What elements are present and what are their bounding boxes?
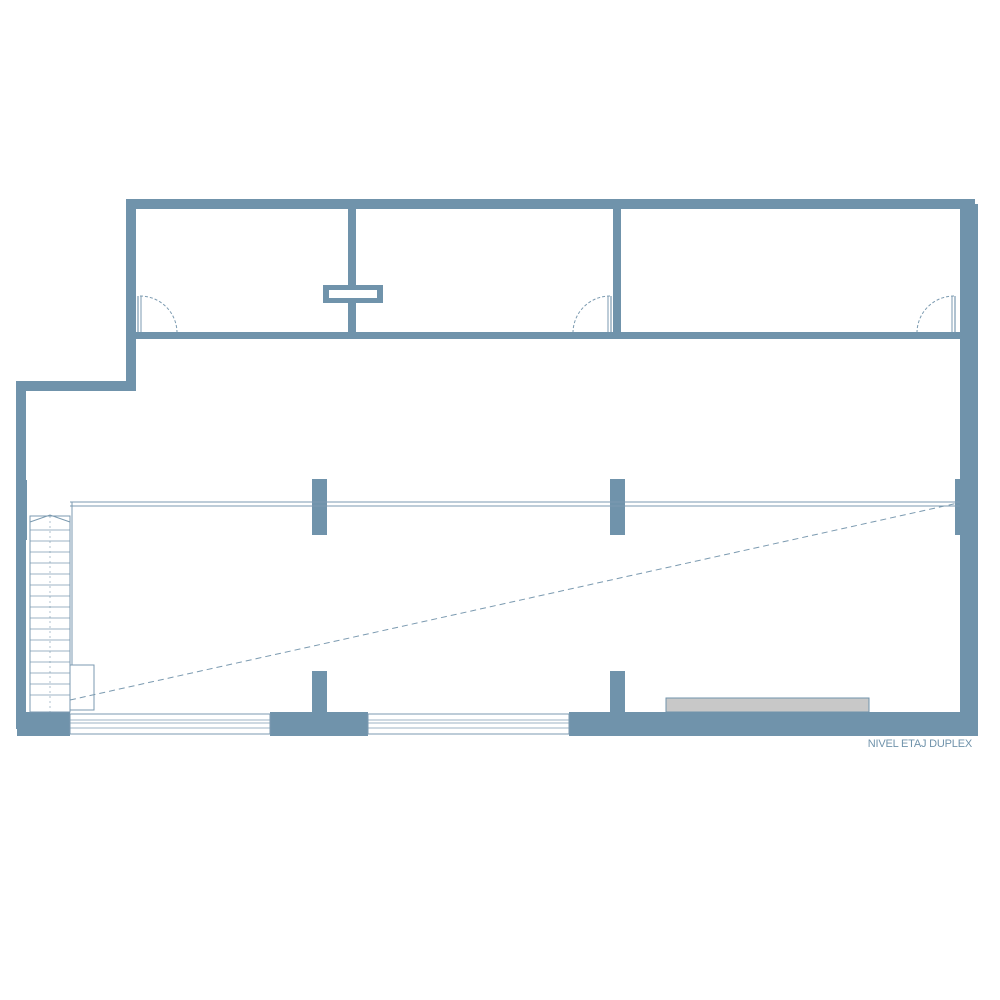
column-top-1 <box>312 479 327 535</box>
exterior-wall-right-thick <box>960 204 978 736</box>
bottom-wall-left-segment <box>17 712 70 736</box>
doors <box>137 295 956 333</box>
counter-block <box>665 697 870 713</box>
stair-landing <box>69 664 95 711</box>
bottom-wall <box>17 712 978 736</box>
interior-walls <box>131 204 963 339</box>
bottom-wall-middle-segment <box>270 712 368 736</box>
staircase <box>29 514 95 713</box>
plan-level-label: NIVEL ETAJ DUPLEX <box>867 738 972 750</box>
door-room-3 <box>916 295 956 333</box>
partition-wall-2 <box>613 204 621 334</box>
column-left-wall <box>17 480 27 540</box>
partition-wall-1 <box>348 204 356 334</box>
exterior-wall-outline <box>16 199 975 729</box>
exterior-walls <box>16 199 978 736</box>
corridor-wall <box>131 332 963 339</box>
mezzanine <box>69 501 960 701</box>
stair-top-chevron <box>29 514 71 523</box>
windows <box>69 713 570 735</box>
door-room-2 <box>572 295 612 333</box>
wall-niche-opening <box>329 290 377 298</box>
column-right-wall <box>955 479 965 535</box>
bottom-wall-right-segment <box>569 712 978 736</box>
column-bottom-1 <box>312 671 327 714</box>
stair-treads <box>30 516 70 712</box>
column-bottom-2 <box>610 671 625 714</box>
columns <box>17 479 965 714</box>
column-top-2 <box>610 479 625 535</box>
window-right <box>367 713 570 735</box>
door-room-1 <box>137 295 178 333</box>
void-diagonal <box>69 502 959 701</box>
window-left <box>69 713 271 735</box>
